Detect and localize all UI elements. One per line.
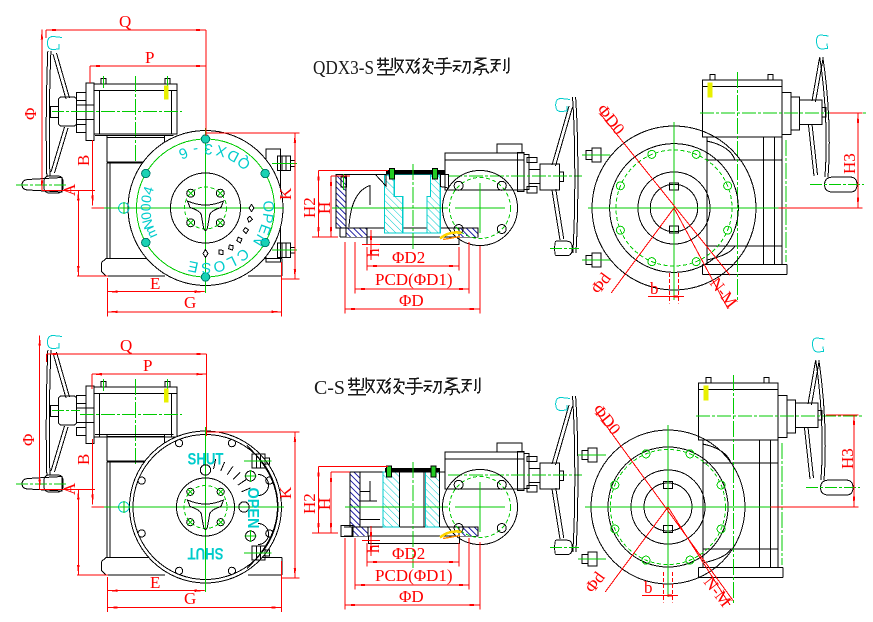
svg-text:QDX3-S: QDX3-S bbox=[313, 57, 374, 79]
svg-text:E: E bbox=[150, 274, 160, 293]
svg-text:0: 0 bbox=[137, 203, 153, 211]
svg-text:Φ: Φ bbox=[19, 434, 38, 446]
svg-text:SHUT: SHUT bbox=[187, 544, 223, 563]
svg-text:A: A bbox=[60, 183, 79, 196]
svg-text:G: G bbox=[184, 589, 196, 608]
svg-text:X: X bbox=[214, 141, 228, 160]
svg-text:K: K bbox=[276, 187, 295, 200]
svg-text:H3: H3 bbox=[838, 448, 857, 469]
svg-text:h: h bbox=[364, 248, 383, 257]
svg-text:B: B bbox=[74, 155, 93, 166]
svg-text:H: H bbox=[315, 202, 334, 214]
svg-text:O: O bbox=[212, 256, 227, 275]
svg-text:H2: H2 bbox=[300, 197, 319, 218]
svg-text:H3: H3 bbox=[840, 153, 859, 174]
svg-text:P: P bbox=[145, 48, 154, 67]
svg-text:Q: Q bbox=[119, 12, 131, 31]
svg-text:Q: Q bbox=[120, 336, 132, 355]
svg-text:G: G bbox=[184, 293, 196, 312]
svg-text:P: P bbox=[143, 356, 152, 375]
svg-text:ΦD2: ΦD2 bbox=[392, 248, 425, 267]
svg-text:PCD(ΦD1): PCD(ΦD1) bbox=[375, 270, 453, 289]
svg-text:SHUT: SHUT bbox=[188, 450, 224, 469]
svg-text:3: 3 bbox=[204, 140, 213, 157]
svg-text:S: S bbox=[201, 259, 211, 276]
svg-text:ΦD: ΦD bbox=[399, 291, 424, 310]
svg-text:N: N bbox=[139, 217, 157, 231]
svg-text:Φ: Φ bbox=[21, 108, 40, 120]
svg-text:-: - bbox=[192, 141, 200, 159]
svg-text:0: 0 bbox=[138, 194, 155, 204]
svg-text:0: 0 bbox=[138, 211, 155, 221]
svg-text:b: b bbox=[644, 578, 653, 597]
svg-text:O: O bbox=[259, 200, 276, 212]
svg-text:E: E bbox=[187, 257, 200, 276]
svg-text:b: b bbox=[650, 279, 659, 298]
svg-text:C-S: C-S bbox=[314, 377, 345, 399]
svg-text:P: P bbox=[258, 212, 276, 225]
svg-text:OPEN: OPEN bbox=[244, 488, 261, 529]
